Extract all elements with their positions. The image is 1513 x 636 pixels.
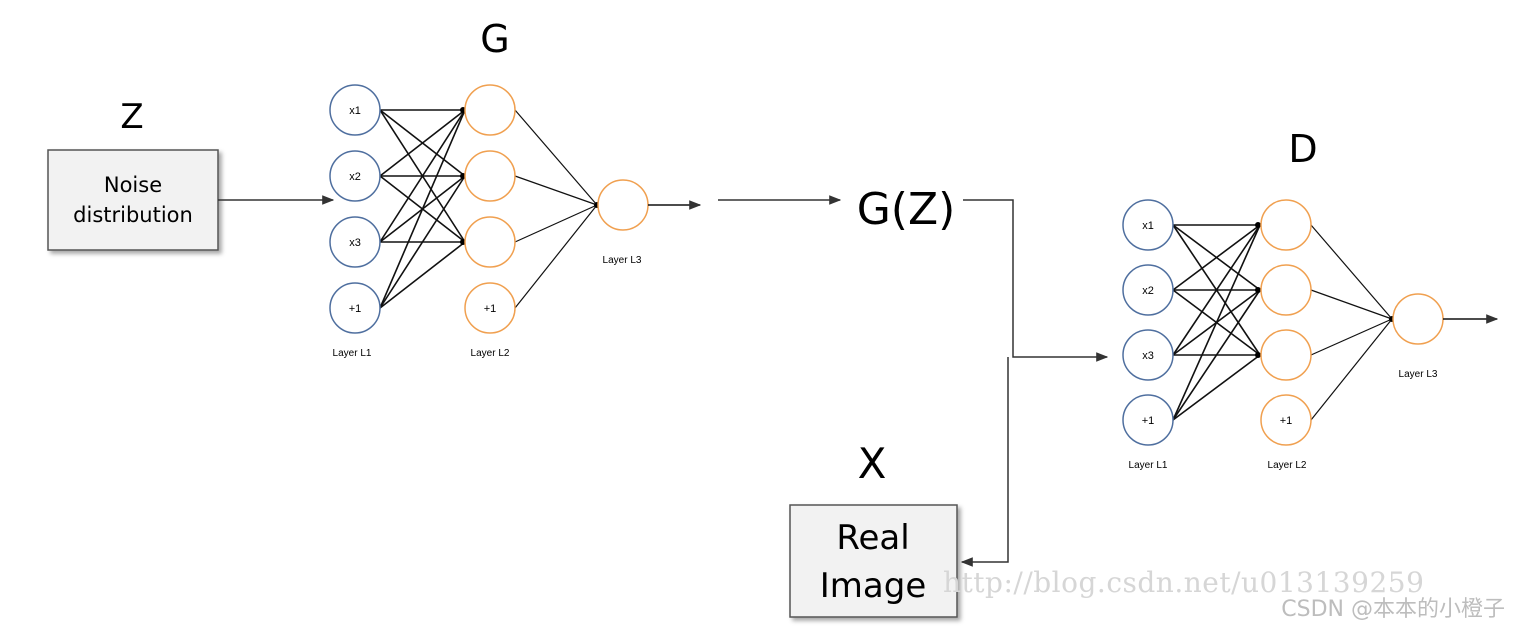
g-layer-l2-label: Layer L2 [471,348,510,359]
d-hidden-node-1 [1260,199,1312,251]
real-box-line2: Image [820,566,926,606]
g-input-node-x2 [329,150,381,202]
g-node-label-bias: +1 [349,303,362,315]
real-connector-line [960,357,1009,567]
d-input-node-bias [1122,394,1174,446]
d-l2-arrowheads [1255,222,1261,358]
d-node-label-x3: x3 [1142,350,1154,362]
csdn-watermark: CSDN @本本的小橙子 [1281,597,1505,622]
g-output-node [597,179,649,231]
noise-box-line2: distribution [73,203,193,227]
d-output-node [1392,293,1444,345]
d-connections-l1-l2 [1172,224,1261,421]
discriminator-title: D [1288,127,1317,171]
noise-distribution-box [47,149,219,251]
url-watermark: http://blog.csdn.net/u013139259 [943,566,1425,599]
g-input-node-x3 [329,216,381,268]
g-input-node-x1 [329,84,381,136]
g-layer-l1-label: Layer L1 [333,348,372,359]
d-hidden-bias-label: +1 [1280,415,1293,427]
g-node-label-x3: x3 [349,237,361,249]
d-input-node-x1 [1122,199,1174,251]
d-connections-l2-l3 [1310,224,1393,421]
g-hidden-node-1 [464,84,516,136]
g-hidden-node-bias [464,282,516,334]
g-hidden-node-3 [464,216,516,268]
d-hidden-node-bias [1260,394,1312,446]
g-connections-l2-l3 [514,109,598,309]
d-layer-l1-label: Layer L1 [1129,460,1168,471]
g-node-label-x1: x1 [349,105,361,117]
gz-to-d-arrow [963,199,1109,362]
g-layer-l3-label: Layer L3 [603,255,642,266]
generator-title: G [480,17,509,61]
d-input-node-x3 [1122,329,1174,381]
z-label: Z [120,97,143,137]
d-hidden-node-3 [1260,329,1312,381]
g-node-label-x2: x2 [349,171,361,183]
g-hidden-node-2 [464,150,516,202]
x-label: X [858,439,887,488]
g-hidden-bias-label: +1 [484,303,497,315]
noise-box-line1: Noise [104,173,162,197]
real-box-line1: Real [836,518,909,558]
g-input-node-bias [329,282,381,334]
d-hidden-node-2 [1260,264,1312,316]
d-input-node-x2 [1122,264,1174,316]
gz-label: G(Z) [857,184,956,235]
d-layer-l3-label: Layer L3 [1399,369,1438,380]
d-node-label-bias: +1 [1142,415,1155,427]
d-node-label-x1: x1 [1142,220,1154,232]
d-layer-l2-label: Layer L2 [1268,460,1307,471]
g-connections-l1-l2 [379,109,466,309]
d-node-label-x2: x2 [1142,285,1154,297]
real-image-box [789,504,958,618]
